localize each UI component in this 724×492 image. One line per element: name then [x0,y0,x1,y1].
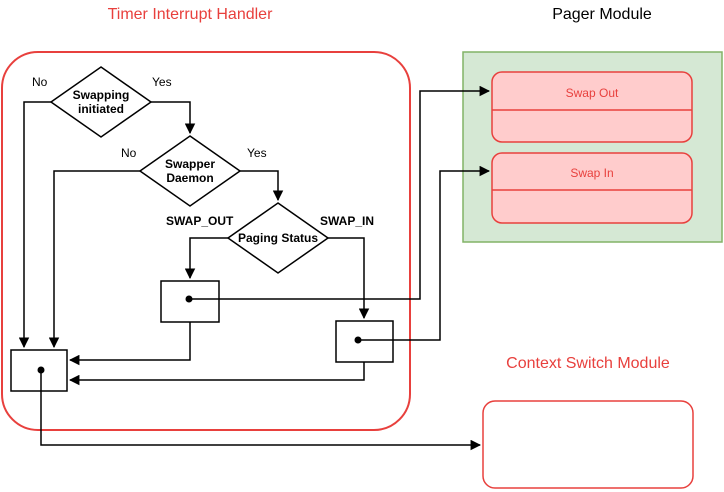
paging-status-decision[interactable] [226,202,330,274]
paging-status-label: Paging Status [238,231,318,245]
swapping-no-label: No [32,75,48,89]
swap-out-label: Swap Out [566,86,619,100]
swapping-initiated-line2: initiated [78,102,124,116]
swap-in-module[interactable] [491,152,693,224]
pager-module-title: Pager Module [552,6,652,23]
edge-swapin-to-merge [68,362,365,386]
edge-swapping-yes [151,101,196,135]
edge-daemon-yes [240,170,284,202]
edge-to-swap-in-module [358,165,491,341]
swap-in-label: Swap In [570,166,613,180]
edge-swapout-to-merge [68,322,191,366]
swapper-daemon-line2: Daemon [166,171,213,185]
edge-to-context-switch [40,370,482,451]
swapping-yes-label: Yes [152,75,172,89]
daemon-yes-label: Yes [247,146,267,160]
context-switch-module[interactable] [482,400,694,489]
daemon-no-label: No [121,146,137,160]
swapping-initiated-line1: Swapping [73,88,130,102]
edge-daemon-no [48,170,140,349]
edge-to-swap-out-module [189,85,491,300]
swapper-daemon-line1: Swapper [165,157,215,171]
edge-paging-in [328,237,370,320]
timer-handler-container [1,51,411,431]
swap-out-module[interactable] [491,71,693,143]
context-switch-title: Context Switch Module [506,355,670,372]
swap-in-edge-label: SWAP_IN [320,214,374,228]
swap-out-edge-label: SWAP_OUT [166,214,234,228]
swapping-initiated-decision[interactable] [49,66,153,138]
swapper-daemon-decision[interactable] [138,135,242,207]
swap-in-process-box[interactable] [335,320,394,363]
timer-handler-title: Timer Interrupt Handler [108,6,273,23]
edge-paging-out [184,237,228,280]
edge-swapping-no [18,101,51,349]
